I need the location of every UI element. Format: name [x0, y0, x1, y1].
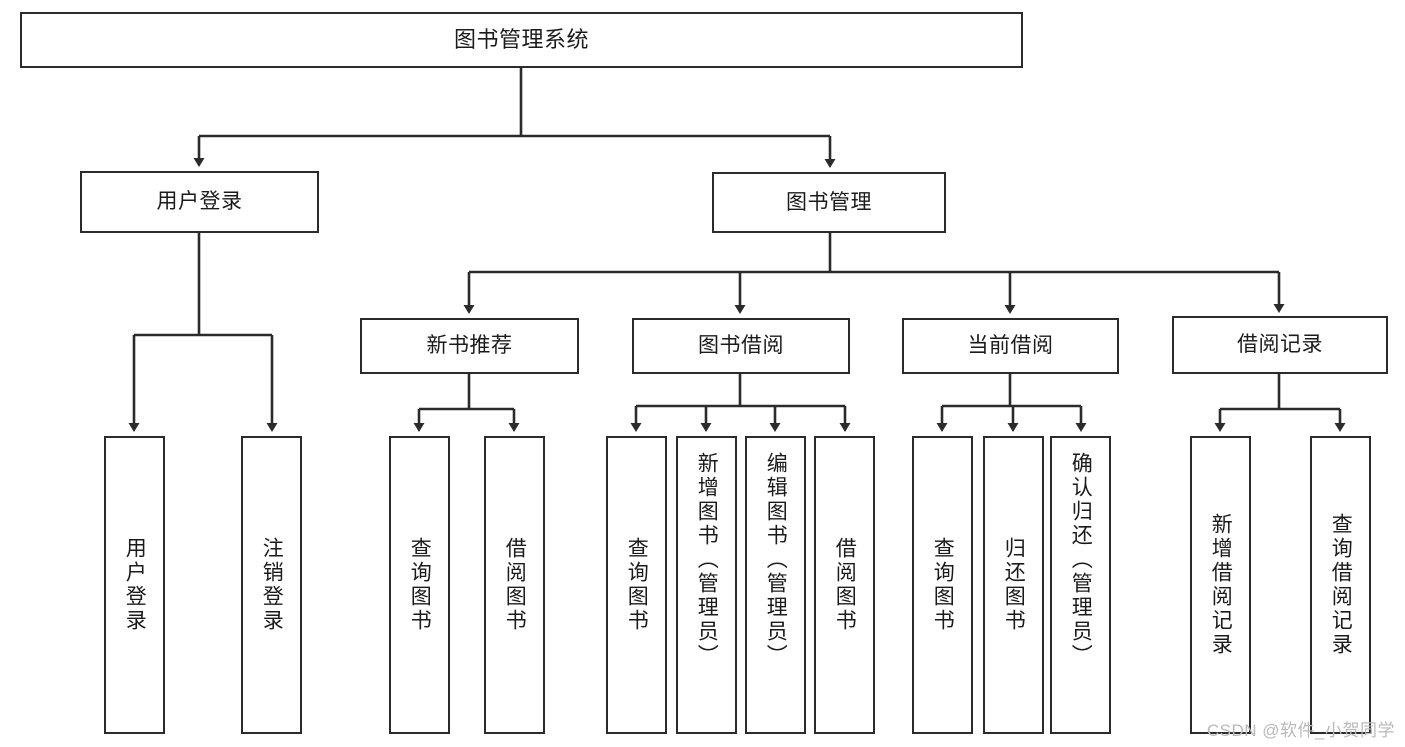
node-user-login-label: 用户登录 — [156, 190, 243, 214]
node-leaf-add-record[interactable]: 新增借阅记录 — [1190, 436, 1251, 734]
node-leaf-borrow-book-2-label: 借阅图书 — [833, 537, 857, 633]
node-leaf-borrow-book-1-label: 借阅图书 — [503, 537, 527, 633]
node-leaf-logout-label: 注销登录 — [260, 537, 284, 633]
node-leaf-query-book-1[interactable]: 查询图书 — [389, 436, 450, 734]
node-book-borrow-label: 图书借阅 — [698, 334, 784, 358]
node-leaf-user-login-label: 用户登录 — [123, 537, 147, 633]
node-leaf-add-book[interactable]: 新增图书（管理员） — [676, 436, 737, 734]
node-leaf-logout[interactable]: 注销登录 — [241, 436, 302, 734]
node-leaf-return-book-label: 归还图书 — [1002, 537, 1026, 633]
node-new-book-recommend[interactable]: 新书推荐 — [360, 318, 579, 374]
node-leaf-query-book-2[interactable]: 查询图书 — [606, 436, 667, 734]
node-borrow-record-label: 借阅记录 — [1237, 333, 1323, 357]
node-leaf-query-record[interactable]: 查询借阅记录 — [1310, 436, 1371, 734]
csdn-watermark: CSDN @软件_小贺同学 — [1206, 721, 1395, 740]
node-leaf-query-book-1-label: 查询图书 — [408, 537, 432, 633]
node-leaf-confirm-return[interactable]: 确认归还（管理员） — [1050, 436, 1111, 734]
node-leaf-return-book[interactable]: 归还图书 — [983, 436, 1044, 734]
node-new-book-recommend-label: 新书推荐 — [426, 334, 513, 358]
node-leaf-borrow-book-2[interactable]: 借阅图书 — [814, 436, 875, 734]
node-leaf-add-book-label: 新增图书（管理员） — [695, 452, 719, 668]
node-user-login[interactable]: 用户登录 — [80, 171, 319, 233]
node-leaf-query-book-2-label: 查询图书 — [625, 537, 649, 633]
node-current-borrow-label: 当前借阅 — [967, 334, 1054, 358]
node-leaf-confirm-return-label: 确认归还（管理员） — [1069, 452, 1093, 668]
node-leaf-user-login[interactable]: 用户登录 — [104, 436, 165, 734]
node-root-label: 图书管理系统 — [453, 26, 589, 52]
node-leaf-query-book-3-label: 查询图书 — [931, 537, 955, 633]
node-leaf-borrow-book-1[interactable]: 借阅图书 — [484, 436, 545, 734]
node-leaf-query-book-3[interactable]: 查询图书 — [912, 436, 973, 734]
node-leaf-add-record-label: 新增借阅记录 — [1209, 513, 1233, 657]
node-leaf-edit-book[interactable]: 编辑图书（管理员） — [745, 436, 806, 734]
node-book-manage[interactable]: 图书管理 — [712, 172, 946, 233]
node-leaf-query-record-label: 查询借阅记录 — [1329, 513, 1353, 657]
node-book-manage-label: 图书管理 — [786, 190, 872, 214]
node-root[interactable]: 图书管理系统 — [20, 12, 1023, 68]
node-borrow-record[interactable]: 借阅记录 — [1172, 316, 1388, 374]
node-current-borrow[interactable]: 当前借阅 — [902, 318, 1119, 374]
node-book-borrow[interactable]: 图书借阅 — [632, 318, 850, 374]
node-leaf-edit-book-label: 编辑图书（管理员） — [764, 452, 788, 668]
